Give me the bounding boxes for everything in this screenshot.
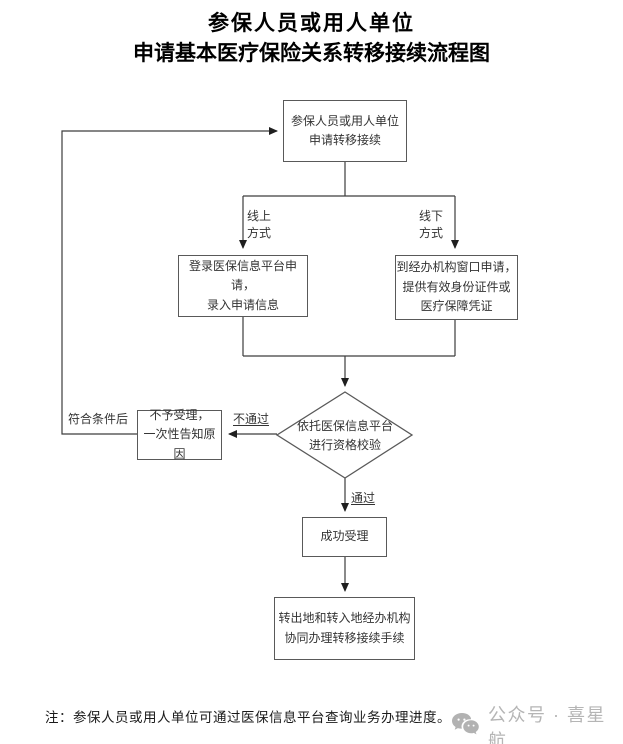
offline-apply-box: 到经办机构窗口申请， 提供有效身份证件或 医疗保障凭证 xyxy=(395,255,518,320)
requalify-label: 符合条件后 xyxy=(68,412,129,426)
online-apply-box: 登录医保信息平台申请， 录入申请信息 xyxy=(178,255,308,317)
page-title: 参保人员或用人单位 申请基本医疗保险关系转移接续流程图 xyxy=(0,8,623,68)
watermark: 公众号 · 喜星航 xyxy=(451,701,623,744)
success-box: 成功受理 xyxy=(302,517,387,557)
decision-box: 依托医保信息平台 进行资格校验 xyxy=(296,419,393,453)
wechat-icon xyxy=(451,712,481,743)
connector-feedback-loop xyxy=(61,127,278,435)
watermark-text: 公众号 · 喜星航 xyxy=(488,705,606,744)
pass-label: 通过 xyxy=(351,491,376,505)
start-box: 参保人员或用人单位 申请转移接续 xyxy=(283,100,407,162)
footnote: 注：参保人员或用人单位可通过医保信息平台查询业务办理进度。 xyxy=(45,710,451,725)
title-line-1: 参保人员或用人单位 xyxy=(208,11,415,35)
final-box: 转出地和转入地经办机构 协同办理转移接续手续 xyxy=(274,597,415,660)
reject-box: 不予受理， 一次性告知原因 xyxy=(137,408,222,461)
decision-diamond-shape xyxy=(275,391,414,479)
offline-branch-label: 线下 方式 xyxy=(419,209,444,240)
online-branch-label: 线上 方式 xyxy=(247,209,272,240)
title-line-2: 申请基本医疗保险关系转移接续流程图 xyxy=(133,41,490,65)
fail-label: 不通过 xyxy=(233,412,270,426)
